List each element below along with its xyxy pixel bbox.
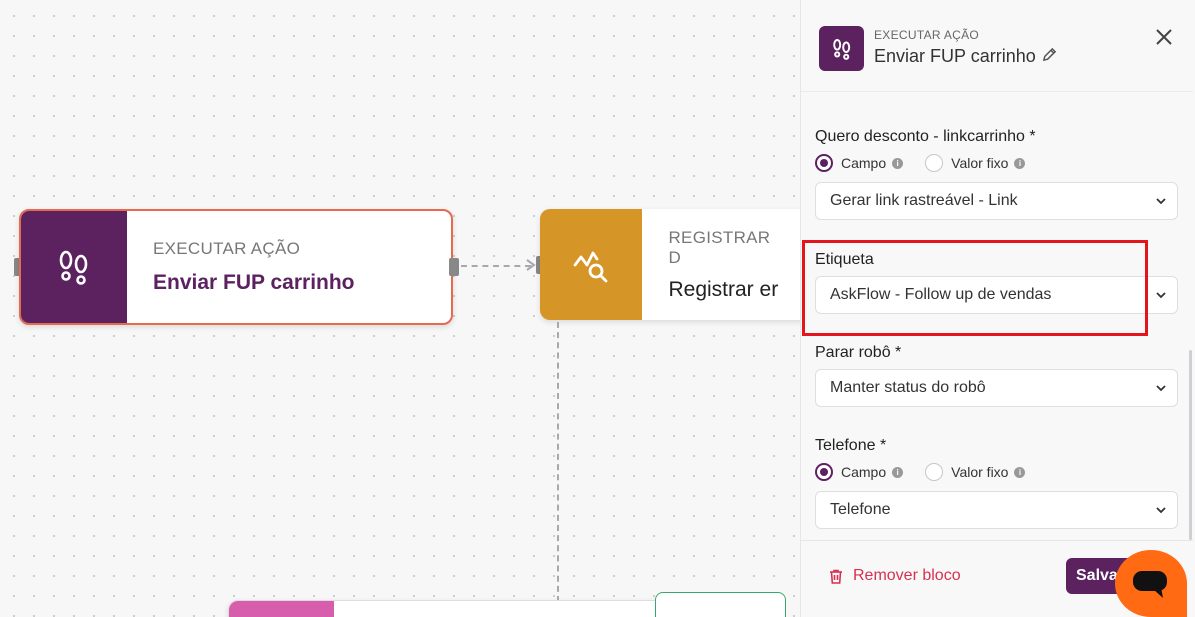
arrow-right-icon xyxy=(526,259,536,271)
select-value: Gerar link rastreável - Link xyxy=(830,192,1018,209)
chevron-down-icon xyxy=(1156,292,1166,299)
node-icon xyxy=(229,601,334,617)
panel-scrollbar[interactable] xyxy=(1189,350,1192,540)
chat-icon xyxy=(1133,570,1167,598)
radio-valor-fixo-label: Valor fixo xyxy=(951,155,1009,171)
radio-valor-fixo[interactable] xyxy=(925,154,944,172)
info-icon[interactable]: i xyxy=(892,466,904,478)
flow-node-partial[interactable] xyxy=(228,600,688,617)
panel-title: Enviar FUP carrinho xyxy=(874,46,1057,67)
select-value: Manter status do robô xyxy=(830,379,986,396)
connector-line xyxy=(461,265,531,267)
footprints-icon xyxy=(21,211,127,323)
field-label-desconto: Quero desconto - linkcarrinho * xyxy=(815,128,1036,145)
info-icon[interactable]: i xyxy=(1014,466,1026,478)
flow-node-enviar-fup[interactable]: EXECUTAR AÇÃO Enviar FUP carrinho xyxy=(19,209,453,325)
trash-icon xyxy=(830,569,842,584)
flow-node-registrar[interactable]: REGISTRAR D Registrar er xyxy=(540,209,810,320)
chevron-down-icon xyxy=(1156,507,1166,514)
radio-campo-label: Campo xyxy=(841,464,887,480)
radio-campo[interactable] xyxy=(815,463,833,481)
field-label-parar-robo: Parar robô * xyxy=(815,344,902,361)
select-value: Telefone xyxy=(830,501,891,518)
pencil-icon[interactable] xyxy=(1042,46,1057,67)
chart-search-icon xyxy=(540,209,643,320)
chevron-down-icon xyxy=(1156,385,1166,392)
radio-valor-fixo[interactable] xyxy=(925,463,944,481)
select-parar-robo[interactable]: Manter status do robô xyxy=(815,369,1178,407)
remove-block-label: Remover bloco xyxy=(853,567,961,584)
select-desconto[interactable]: Gerar link rastreável - Link xyxy=(815,182,1178,220)
block-settings-panel: EXECUTAR AÇÃO Enviar FUP carrinho Quero … xyxy=(800,0,1195,617)
node-name-label: Registrar er xyxy=(668,277,779,301)
radio-group-desconto: Campo i Valor fixo i xyxy=(815,154,1047,172)
node-type-label: REGISTRAR D xyxy=(668,227,771,267)
panel-header: EXECUTAR AÇÃO Enviar FUP carrinho xyxy=(801,4,1193,92)
output-port[interactable] xyxy=(449,258,459,276)
chevron-down-icon xyxy=(1156,198,1166,205)
chat-widget-button[interactable] xyxy=(1115,550,1187,617)
select-value: AskFlow - Follow up de vendas xyxy=(830,286,1052,303)
field-label-telefone: Telefone * xyxy=(815,437,887,454)
radio-valor-fixo-label: Valor fixo xyxy=(951,464,1009,480)
node-name-label: Enviar FUP carrinho xyxy=(153,271,355,294)
radio-campo-label: Campo xyxy=(841,155,887,171)
remove-block-button[interactable]: Remover bloco xyxy=(829,567,961,585)
select-etiqueta[interactable]: AskFlow - Follow up de vendas xyxy=(815,276,1178,314)
footprints-icon xyxy=(819,26,864,71)
select-telefone[interactable]: Telefone xyxy=(815,491,1178,529)
field-label-etiqueta: Etiqueta xyxy=(815,251,874,268)
node-type-label: EXECUTAR AÇÃO xyxy=(153,239,301,258)
panel-title-text: Enviar FUP carrinho xyxy=(874,46,1036,66)
radio-campo[interactable] xyxy=(815,154,833,172)
radio-group-telefone: Campo i Valor fixo i xyxy=(815,463,1047,481)
info-icon[interactable]: i xyxy=(892,157,904,169)
panel-kicker: EXECUTAR AÇÃO xyxy=(874,28,980,42)
close-icon[interactable] xyxy=(1153,26,1175,48)
info-icon[interactable]: i xyxy=(1014,157,1026,169)
flow-node-partial-green[interactable] xyxy=(655,592,786,617)
connector-line-vertical xyxy=(557,322,559,602)
